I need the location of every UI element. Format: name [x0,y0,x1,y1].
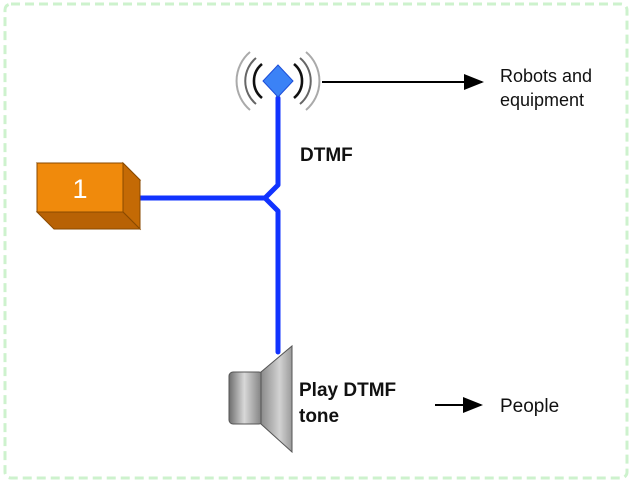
play-tone-label-line1: Play DTMF [299,380,397,401]
signal-wires [127,95,281,355]
source-box-bottom [35,211,142,230]
speaker-icon [228,344,293,454]
source-box-number: 1 [72,174,88,204]
source-box [35,161,142,231]
people-label: People [500,396,560,417]
robots-label-line1: Robots and [500,66,593,86]
wire-to-speaker [262,195,281,355]
robots-label-line2: equipment [500,90,585,110]
source-box-front [36,162,124,213]
wire-to-antenna [127,95,281,201]
wireless-antenna-icon [235,51,321,111]
play-tone-label-line2: tone [299,406,340,427]
dtmf-label: DTMF [300,145,353,166]
diagram-frame [3,2,629,480]
